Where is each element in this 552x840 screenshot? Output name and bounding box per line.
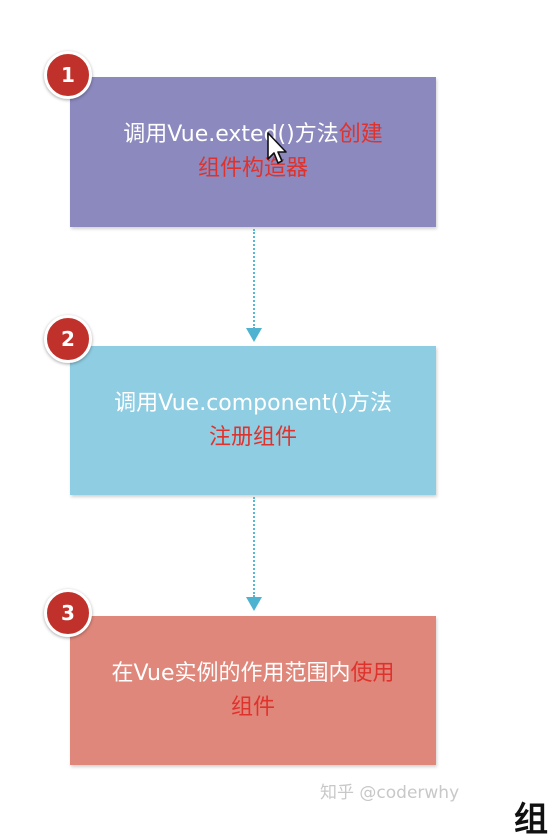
mouse-cursor-icon: [267, 132, 287, 164]
step-1-box: 调用Vue.exted()方法创建 组件构造器: [70, 77, 436, 227]
step-3-highlight: 使用: [350, 660, 395, 686]
step-2-box: 调用Vue.component()方法 注册组件: [70, 346, 436, 495]
step-1-line-1: 调用Vue.exted()方法创建: [123, 118, 383, 152]
connector-2-3: [253, 497, 255, 597]
step-3-badge: 3: [44, 589, 92, 637]
step-3-box: 在Vue实例的作用范围内使用 组件: [70, 616, 436, 765]
arrowhead-icon: [246, 328, 262, 342]
arrowhead-icon: [246, 597, 262, 611]
watermark: 知乎 @coderwhy: [320, 783, 460, 803]
cropped-text: 组: [514, 800, 548, 840]
step-1-highlight: 创建: [338, 122, 383, 147]
step-1-line-2: 组件构造器: [197, 156, 308, 181]
step-3-text: 在Vue实例的作用范围内: [111, 660, 351, 686]
step-1-badge: 1: [44, 51, 92, 99]
step-2-line-1: 调用Vue.component()方法: [114, 390, 392, 416]
step-2-line-2: 注册组件: [208, 424, 297, 450]
step-3-line-2: 组件: [230, 694, 275, 720]
connector-1-2: [253, 229, 255, 329]
step-3-line-1: 在Vue实例的作用范围内使用: [111, 657, 394, 691]
step-2-badge: 2: [44, 315, 92, 363]
step-1-text: 调用Vue.exte: [123, 122, 264, 147]
